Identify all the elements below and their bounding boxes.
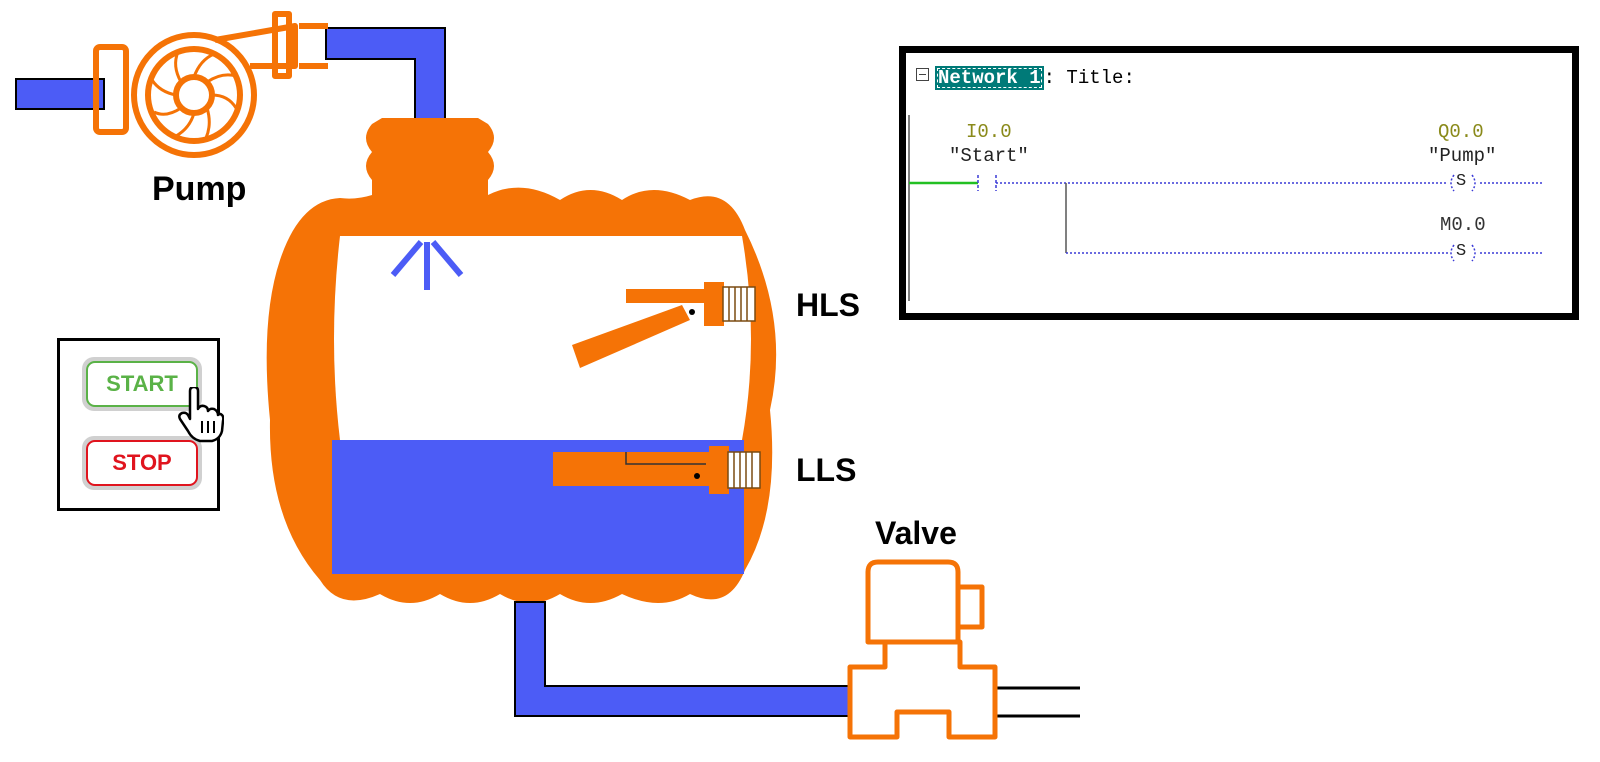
control-panel: START STOP [57, 338, 224, 511]
inlet-pipe [15, 78, 105, 110]
high-level-switch-label: HLS [796, 287, 860, 323]
network-header: Network 1: Title: [916, 66, 1135, 90]
coil-2-address: M0.0 [1440, 214, 1486, 236]
storage-tank [266, 118, 777, 603]
stop-button[interactable]: STOP [82, 436, 202, 490]
coil-1-address: Q0.0 [1438, 121, 1484, 143]
set-coil-2-icon[interactable] [1450, 244, 1476, 262]
solenoid-valve-icon [847, 559, 998, 740]
network-title: : Title: [1043, 67, 1135, 89]
outlet-pipe [325, 27, 446, 126]
set-coil-1-icon[interactable] [1450, 174, 1476, 192]
collapse-icon[interactable] [916, 68, 929, 81]
ladder-logic-window: Network 1: Title: I0.0 "Start" Q0.0 "P [899, 46, 1579, 320]
pump-label: Pump [152, 170, 247, 208]
ladder-rung [908, 115, 1544, 301]
pump-icon [93, 11, 328, 158]
low-level-switch-icon [553, 446, 761, 494]
coil-1-symbol: "Pump" [1428, 145, 1497, 167]
coil-2-type: S [1456, 242, 1467, 261]
contact-symbol: "Start" [949, 145, 1029, 167]
valve-label: Valve [875, 515, 957, 551]
low-level-switch-label: LLS [796, 452, 857, 488]
coil-1-type: S [1456, 172, 1467, 191]
inlet-spray-icon [390, 240, 464, 290]
start-button[interactable]: START [82, 357, 202, 411]
normally-open-contact-icon[interactable] [977, 175, 997, 191]
contact-address: I0.0 [966, 121, 1012, 143]
network-name[interactable]: Network 1 [935, 66, 1044, 90]
start-button-label: START [86, 361, 198, 407]
stop-button-label: STOP [86, 440, 198, 486]
high-level-switch-icon [572, 282, 756, 368]
hand-cursor-icon [178, 387, 224, 443]
